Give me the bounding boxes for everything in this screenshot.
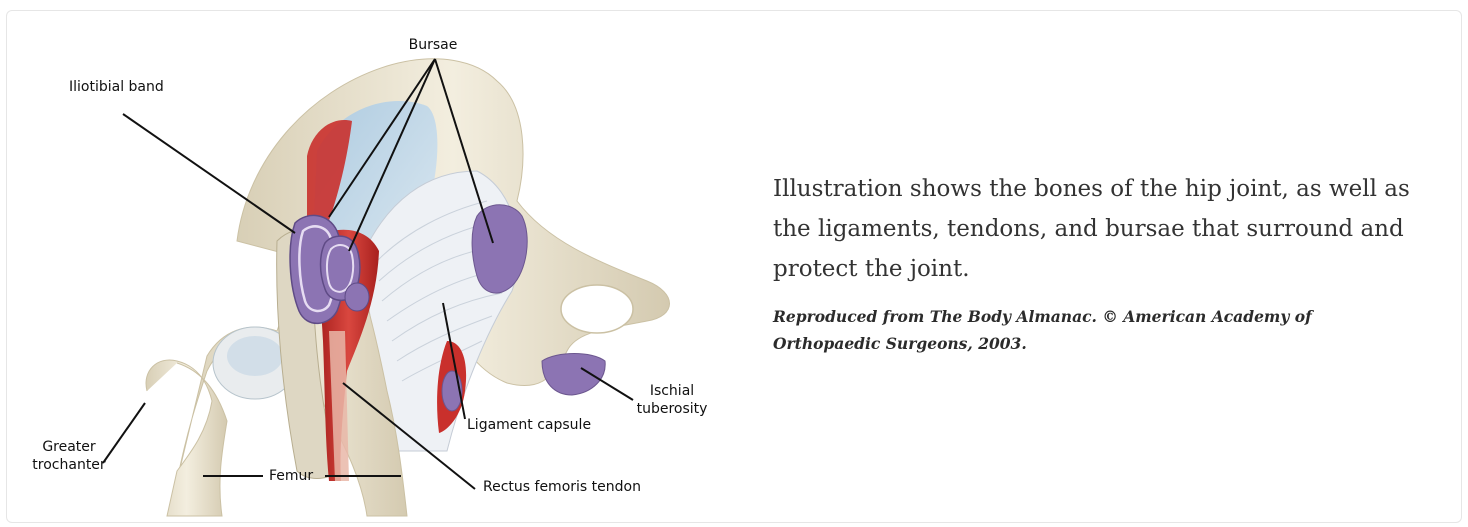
bursa-ischial (542, 354, 605, 396)
hip-joint-illustration: Bursae Iliotibial band Greater trochante… (7, 11, 747, 523)
label-bursae: Bursae (401, 37, 465, 54)
label-ligament-capsule: Ligament capsule (467, 417, 591, 434)
figure-caption: Illustration shows the bones of the hip … (773, 169, 1423, 357)
label-ischial-tuberosity-2: tuberosity (635, 401, 709, 418)
label-femur: Femur (269, 468, 313, 485)
obturator-foramen (561, 285, 633, 333)
label-rectus-femoris-tendon: Rectus femoris tendon (483, 479, 641, 496)
caption-text: Illustration shows the bones of the hip … (773, 169, 1423, 289)
label-greater-trochanter-2: trochanter (31, 457, 107, 474)
caption-credit: Reproduced from The Body Almanac. © Amer… (773, 303, 1423, 357)
label-greater-trochanter-1: Greater (31, 439, 107, 456)
figure-card: Bursae Iliotibial band Greater trochante… (6, 10, 1462, 523)
bursa-small (345, 283, 369, 311)
label-ischial-tuberosity-1: Ischial (635, 383, 709, 400)
label-iliotibial-band: Iliotibial band (69, 79, 164, 96)
